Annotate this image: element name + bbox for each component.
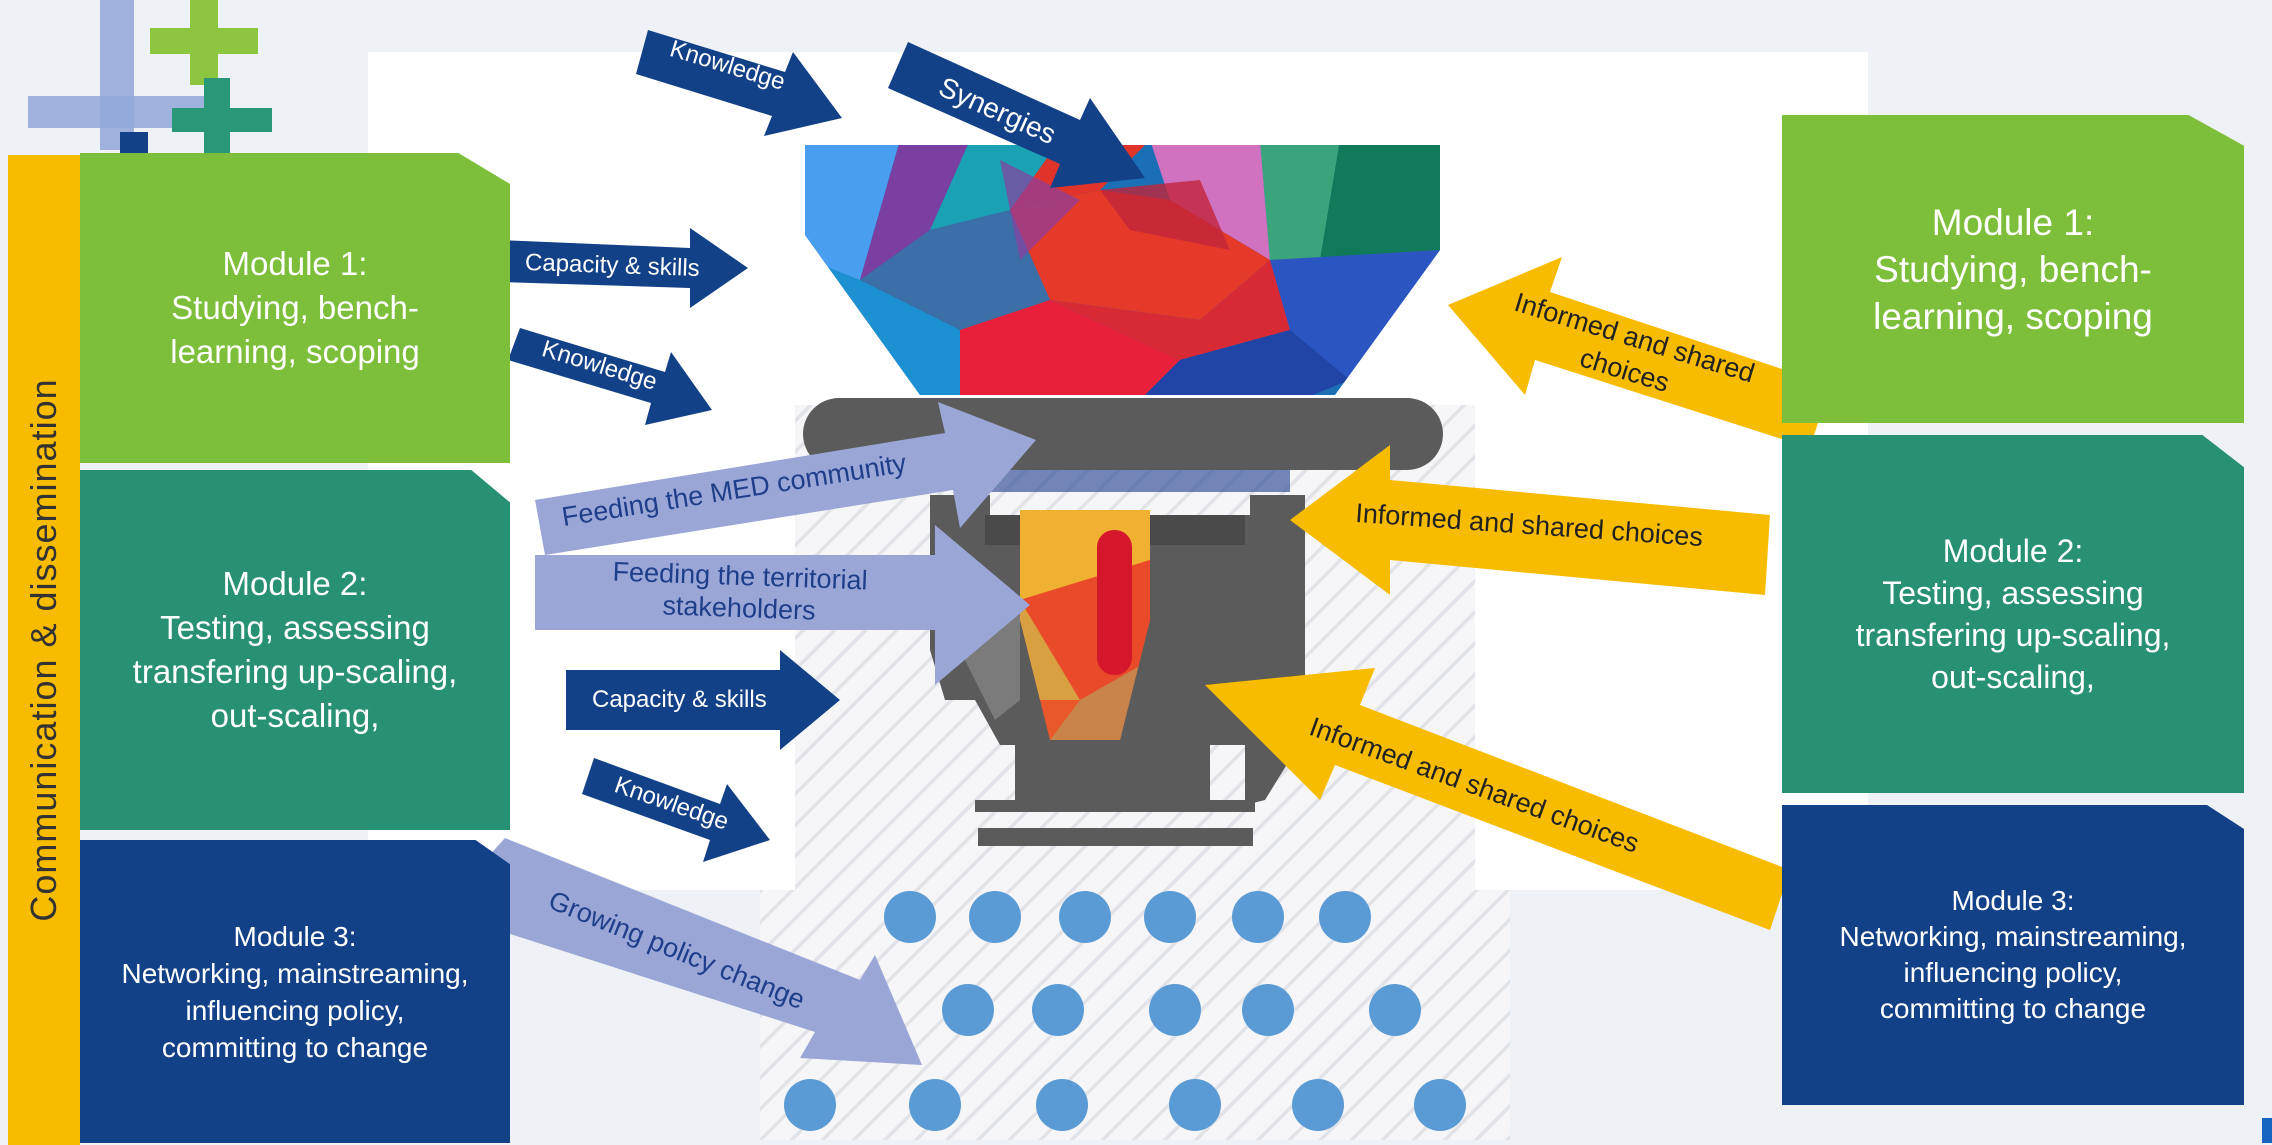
arrow-knowledge-1	[508, 328, 712, 425]
gold-arrows	[1205, 257, 1830, 930]
arrow-knowledge-2	[582, 758, 770, 862]
funnel-mosaic	[805, 145, 1440, 395]
right-module-3: Module 3: Networking, mainstreaming, inf…	[1782, 805, 2244, 1105]
left-module-2: Module 2: Testing, assessing transfering…	[80, 470, 510, 830]
arrow-feeding-med	[535, 402, 1036, 555]
arrow-choices-2	[1290, 445, 1770, 595]
arrow-capacity-2	[566, 650, 840, 750]
communication-sidebar	[8, 155, 80, 1145]
arrow-knowledge-top	[636, 30, 842, 136]
right-module-1: Module 1: Studying, bench- learning, sco…	[1782, 115, 2244, 423]
label-capacity-2: Capacity & skills	[592, 686, 767, 713]
corner-marker	[2262, 1118, 2272, 1143]
arrow-growing-policy	[467, 838, 922, 1065]
arrow-synergies	[888, 42, 1145, 188]
dark-arrows	[500, 30, 1145, 862]
communication-label: Communication & dissemination	[23, 378, 64, 922]
light-arrows	[467, 402, 1036, 1065]
droplets	[784, 891, 1466, 1131]
arrow-choices-3	[1205, 668, 1790, 930]
arrow-capacity-1	[500, 228, 748, 308]
label-feeding-territorial: Feeding the territorial stakeholders	[612, 556, 869, 626]
plus-logo-icon	[28, 0, 272, 156]
left-module-3: Module 3: Networking, mainstreaming, inf…	[80, 840, 510, 1143]
thermal-bulb	[1097, 530, 1132, 675]
right-module-2: Module 2: Testing, assessing transfering…	[1782, 435, 2244, 793]
arrow-choices-1	[1448, 257, 1830, 448]
left-module-1: Module 1: Studying, bench- learning, sco…	[80, 153, 510, 463]
arrow-feeding-territorial	[535, 525, 1030, 685]
